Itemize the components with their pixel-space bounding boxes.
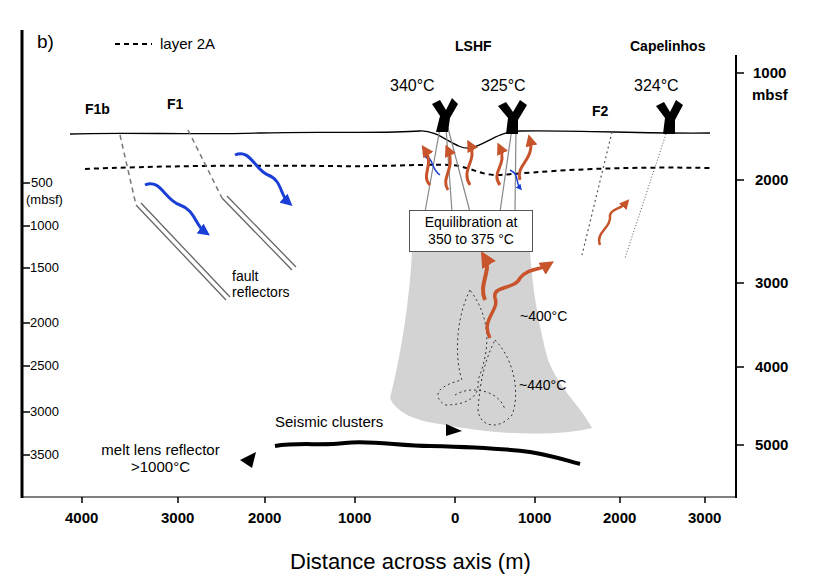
annotation-label: LSHF	[455, 38, 492, 54]
axis-label: 3000	[30, 405, 59, 420]
legend-text: layer 2A	[160, 35, 215, 52]
axis-label: 2000	[30, 316, 59, 331]
annotation-label: 325°C	[481, 77, 526, 95]
axis-label: 2000	[603, 509, 636, 526]
annotation-label: F2	[592, 103, 608, 119]
axis-label: 500	[31, 176, 53, 191]
melt-lens-reflector	[275, 442, 580, 464]
annotation-label: b)	[37, 31, 54, 53]
axis-label: 1000	[30, 219, 59, 234]
annotation-label: Capelinhos	[630, 38, 705, 54]
axis-label: 1000	[338, 509, 371, 526]
axis-label: (mbsf)	[26, 193, 63, 208]
annotation-label: Distance across axis (m)	[290, 549, 531, 574]
annotation-label: ~400°C	[520, 308, 567, 324]
axis-label: 4000	[755, 358, 788, 375]
annotation-label: fault reflectors	[232, 268, 302, 300]
axis-label: 5000	[755, 436, 788, 453]
layer-2a-line	[85, 165, 710, 175]
legend-line-sample	[115, 43, 152, 45]
annotation-label: F1	[167, 96, 183, 112]
axis-label: 4000	[65, 509, 98, 526]
axis-label: 2500	[30, 359, 59, 374]
plume-zone	[390, 250, 592, 434]
axis-label: 3000	[161, 509, 194, 526]
box-text: Equilibration at 350 to 375 °C	[414, 214, 528, 248]
axis-label: 0	[451, 509, 459, 526]
axis-label: 3000	[755, 274, 788, 291]
process-box: Equilibration at 350 to 375 °C	[409, 210, 533, 252]
axis-label: 1000	[753, 64, 786, 81]
axis-label: 1000	[518, 509, 551, 526]
axis-label: 3500	[30, 448, 59, 463]
annotation-label: Seismic clusters	[275, 413, 383, 430]
axis-label: 2000	[248, 509, 281, 526]
axis-label: mbsf	[752, 86, 788, 103]
seafloor-line	[70, 131, 710, 148]
annotation-label: ~440°C	[519, 377, 566, 393]
axis-label: 3000	[688, 509, 721, 526]
annotation-label: melt lens reflector >1000°C	[88, 441, 233, 476]
annotation-label: 324°C	[634, 77, 679, 95]
axis-label: 1500	[30, 261, 59, 276]
axis-label: 2000	[755, 171, 788, 188]
annotation-label: 340°C	[390, 77, 435, 95]
annotation-label: F1b	[85, 101, 110, 117]
